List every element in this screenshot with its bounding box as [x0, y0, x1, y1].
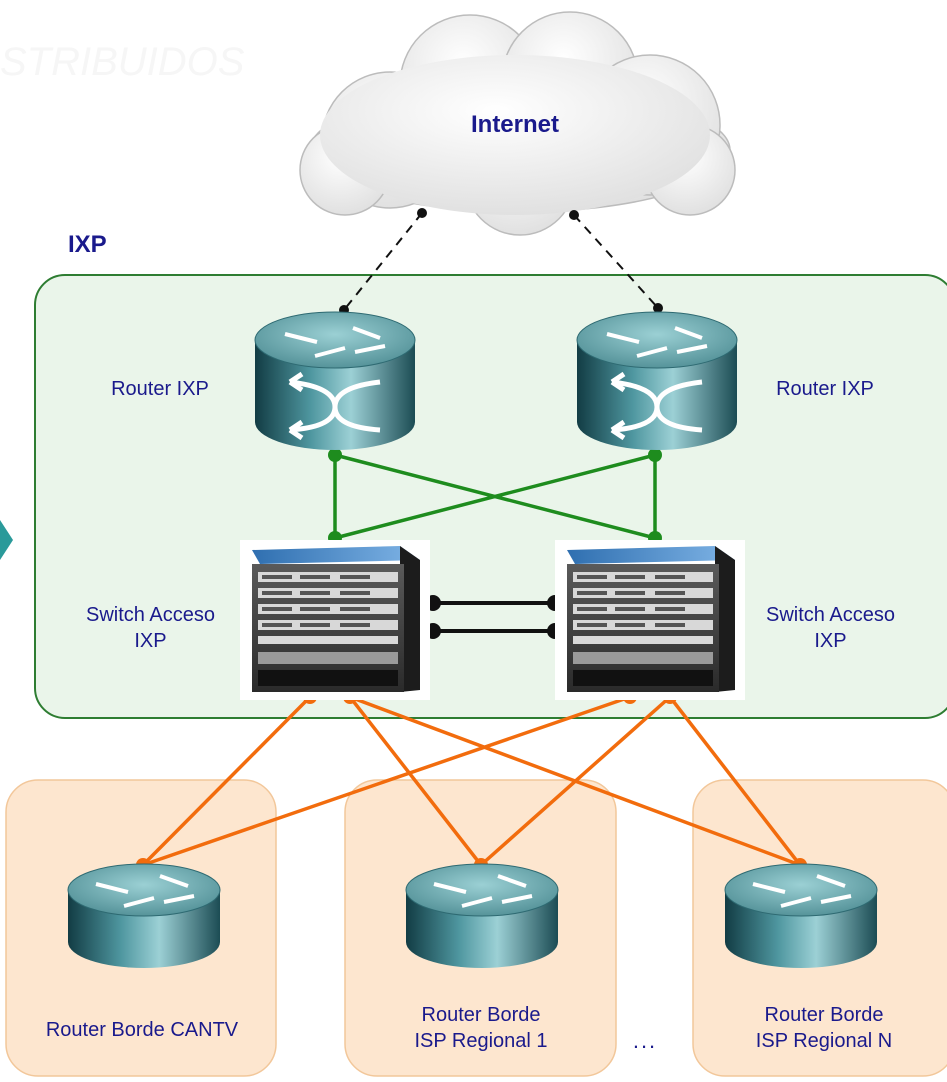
interswitch-links [433, 601, 555, 633]
edge-label-isp-n-line1: Router Borde [764, 1004, 884, 1026]
switch-label-left: Switch Acceso IXP [58, 602, 243, 654]
edge-router-icon [67, 863, 221, 968]
cloud-label: Internet [470, 111, 559, 138]
edge-label-isp-1-line1: Router Borde [421, 1004, 541, 1026]
router-label-right: Router IXP [776, 378, 874, 400]
switch-edge-links [141, 695, 802, 867]
chassis-switch-icon [240, 540, 430, 700]
core-router-icon [576, 311, 738, 450]
core-router-icon [254, 311, 416, 450]
edge-label-cantv: Router Borde CANTV [45, 1019, 239, 1041]
watermark-text: STRIBUIDOS [0, 40, 245, 84]
arrow-icon [0, 520, 13, 560]
switch-label-right-line1: Switch Acceso [766, 604, 895, 626]
switch-label-left-line2: IXP [134, 630, 167, 652]
edge-router-icon [405, 863, 559, 968]
chassis-switch-icon [555, 540, 745, 700]
edge-label-isp-1-line2: ISP Regional 1 [414, 1030, 548, 1052]
internet-links [343, 212, 659, 311]
edge-router-icon [724, 863, 878, 968]
edge-label-isp-n: Router Borde ISP Regional N [696, 1002, 947, 1054]
edge-label-isp-n-line2: ISP Regional N [755, 1030, 893, 1052]
switch-label-left-line1: Switch Acceso [86, 604, 215, 626]
ellipsis: ... [632, 1028, 658, 1053]
switch-label-right: Switch Acceso IXP [738, 602, 923, 654]
router-label-left: Router IXP [111, 378, 209, 400]
ixp-title: IXP [68, 231, 107, 258]
switch-label-right-line2: IXP [814, 630, 847, 652]
router-switch-links [333, 453, 657, 540]
edge-label-isp-1: Router Borde ISP Regional 1 [352, 1002, 610, 1054]
